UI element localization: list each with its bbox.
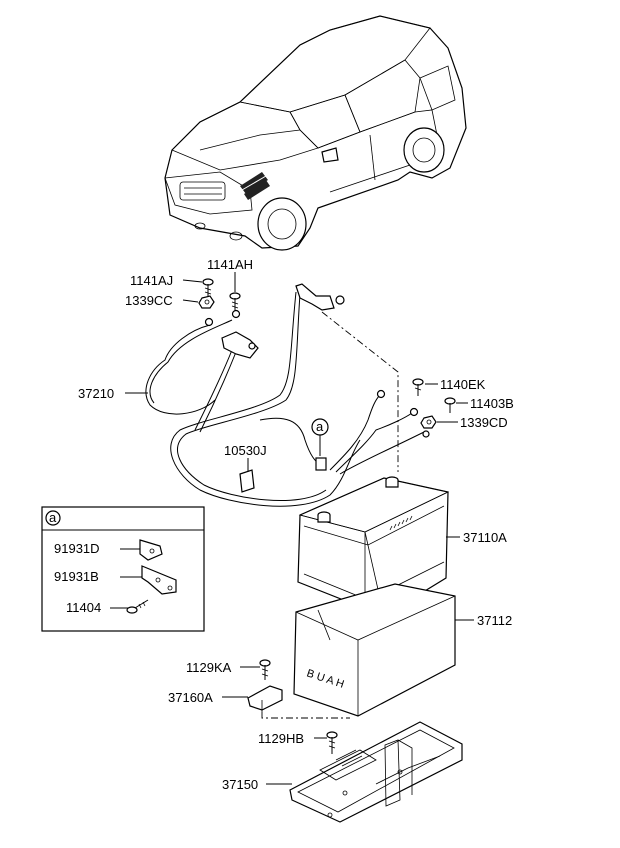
detail-item-label: 11404 — [66, 600, 101, 615]
bolt-11403B — [444, 397, 456, 413]
callout-1339CC: 1339CC — [125, 293, 173, 308]
battery-vent-strip — [389, 515, 413, 531]
bolt-1141AJ — [202, 278, 214, 296]
bolt-1140EK — [412, 378, 424, 396]
battery-tray — [289, 721, 463, 823]
callout-leaders — [125, 272, 474, 785]
callout-labels: 1141AJ 1141AH 1339CC 37210 1140EK 11403B… — [78, 257, 514, 792]
callout-10530J: 10530J — [224, 443, 267, 458]
callout-37110A: 37110A — [463, 530, 507, 545]
callout-37150: 37150 — [222, 777, 258, 792]
nut-1339CC — [198, 295, 215, 309]
callout-37112: 37112 — [477, 613, 512, 628]
callout-1339CD: 1339CD — [460, 415, 508, 430]
bracket-37160A — [247, 685, 350, 719]
callout-1129HB: 1129HB — [258, 731, 304, 746]
battery-insulation-cover: B U A H — [293, 583, 456, 717]
callout-37210: 37210 — [78, 386, 114, 401]
nut-1339CD — [420, 415, 437, 429]
fasteners — [198, 278, 456, 754]
callout-1141AJ: 1141AJ — [130, 273, 173, 288]
callout-37160A: 37160A — [168, 690, 213, 705]
bolt-1129KA — [259, 659, 271, 680]
battery-terminal-negative — [385, 476, 399, 488]
detail-box: a 91931D 91931B 11404 — [41, 506, 205, 632]
battery-terminal-positive — [317, 511, 331, 523]
callout-1140EK: 1140EK — [440, 377, 486, 392]
detail-item-label: 91931B — [54, 569, 99, 584]
detail-box-marker: a — [49, 510, 57, 525]
svg-text:a: a — [316, 419, 324, 434]
battery-cable-harness — [145, 283, 430, 507]
vehicle-illustration — [164, 15, 467, 251]
bolt-1141AH — [229, 292, 241, 310]
callout-11403B: 11403B — [470, 396, 514, 411]
detail-item-label: 91931D — [54, 541, 100, 556]
bolt-1129HB — [326, 731, 338, 754]
bracket-91931B — [141, 565, 177, 595]
callout-1141AH: 1141AH — [207, 257, 253, 272]
screw-11404 — [126, 599, 149, 614]
callout-1129KA: 1129KA — [186, 660, 232, 675]
battery-location-marker — [240, 172, 270, 200]
detail-reference-marker: a — [311, 418, 329, 456]
bracket-91931D — [139, 539, 163, 561]
